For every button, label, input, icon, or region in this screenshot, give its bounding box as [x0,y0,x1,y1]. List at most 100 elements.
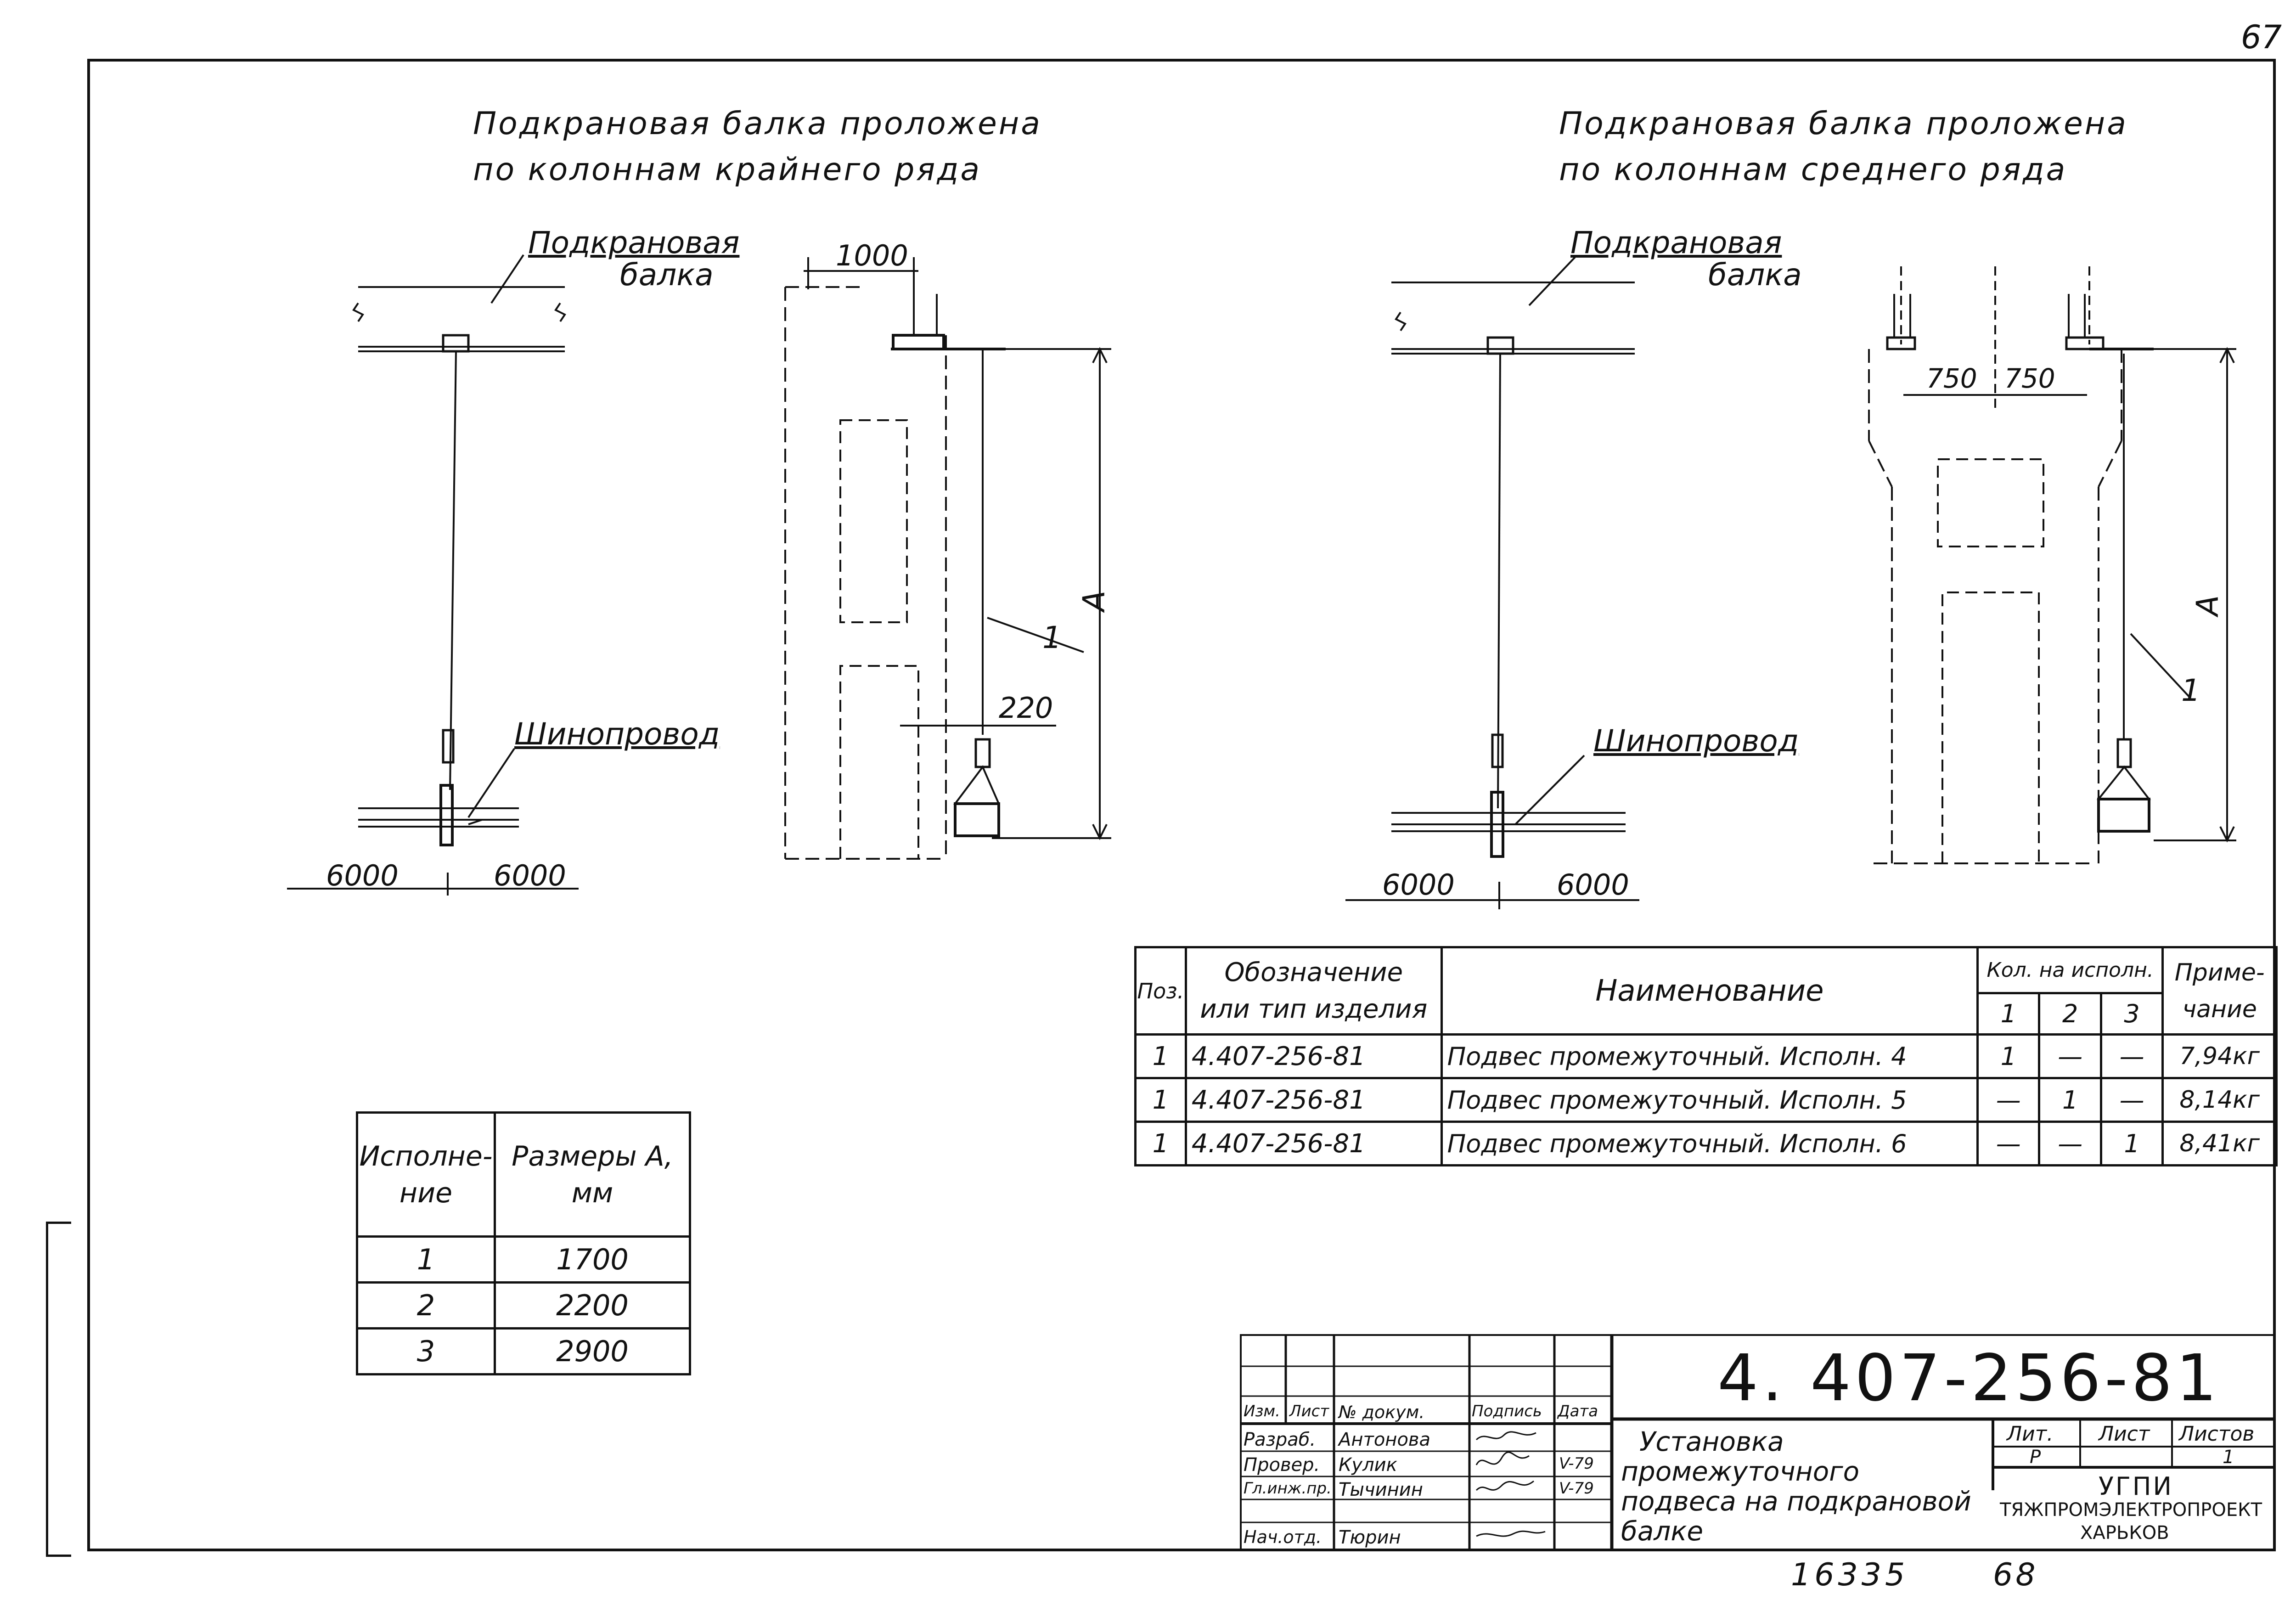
tb-name-3: Тычинин [1339,1479,1423,1500]
tb-name-1: Антонова [1339,1429,1430,1450]
spec-row-3-note: 8,41кг [2161,1121,2278,1166]
spec-row-1-name: Подвес промежуточный. Исполн. 4 [1440,1033,1979,1079]
spec-table: Поз. Обозначение или тип изделия Наимено… [1134,946,2278,1166]
spec-row-2-pos: 1 [1134,1077,1187,1123]
sizes-row-1-ispoln: 1 [356,1235,496,1284]
left-view-title-line1: Подкрановая балка проложена [473,106,1042,142]
spec-row-3-q2: — [2038,1121,2102,1166]
right-busway [1391,812,1626,832]
tb-title-3: подвеса на подкрановой [1621,1486,1971,1517]
spec-h-note-2: чание [2182,995,2257,1023]
spec-row-2-designation: 4.407-256-81 [1184,1077,1443,1123]
left-dim-top: 1000 [836,239,908,272]
left-dim-left: 6000 [326,859,399,892]
spec-h-qty: Кол. на исполн. [1976,946,2164,994]
right-view-title-line1: Подкрановая балка проложена [1559,106,2128,142]
spec-h-designation: Обозначение или тип изделия [1184,946,1443,1036]
spec-h-designation-2: или тип изделия [1200,994,1428,1024]
right-dim-750-right: 750 [2004,363,2055,394]
tb-hdr-ndok: № докум. [1339,1402,1425,1422]
sizes-header-size: Размеры А, мм [494,1111,691,1238]
spec-h-qty-3: 3 [2099,992,2164,1036]
tb-role-1: Разраб. [1244,1429,1316,1450]
right-hanger-rod [1490,353,1504,858]
sheet-number-top: 67 [2241,18,2282,56]
left-busway-leader [467,748,515,818]
left-beam-leader [490,254,524,304]
spec-row-2-q2: 1 [2038,1077,2102,1123]
tb-sheets-value: 1 [2223,1447,2234,1468]
right-view-title-line2: по колоннам среднего ряда [1559,152,2067,188]
title-block-grid [1240,1334,2276,1551]
spec-h-pos: Поз. [1134,946,1187,1036]
right-dim-right: 6000 [1557,868,1629,901]
sizes-row-3-ispoln: 3 [356,1327,496,1375]
sheet-frame [87,59,2276,1551]
tb-title-2: промежуточного [1621,1456,1860,1487]
tb-doc-code: 4. 407-256-81 [1717,1341,2221,1416]
right-column [1868,266,2236,864]
right-dim-750-left: 750 [1926,363,1977,394]
tb-hdr-izm: Изм. [1244,1402,1280,1420]
tb-hdr-podp: Подпись [1472,1402,1542,1420]
spec-h-qty-1: 1 [1976,992,2041,1036]
spec-row-1-q1: 1 [1976,1033,2041,1079]
tb-name-2: Кулик [1339,1454,1397,1476]
left-beam-label-1: Подкрановая [528,225,740,260]
sizes-header-ispoln: Исполне-ние [356,1111,496,1238]
tb-name-4: Тюрин [1339,1527,1401,1548]
tb-sheet-label: Лист [2099,1422,2150,1446]
right-crane-beam [1391,282,1635,355]
tb-role-4: Нач.отд. [1244,1527,1322,1547]
spec-h-qty-2: 2 [2038,992,2102,1036]
signatures [1475,1431,1546,1537]
tb-sheets-label: Листов [2179,1422,2255,1446]
spec-row-1-pos: 1 [1134,1033,1187,1079]
sizes-row-2-ispoln: 2 [356,1281,496,1330]
tb-lit-value: Р [2030,1447,2041,1468]
right-beam-label-2: балка [1708,257,1802,293]
spec-h-note: Приме- чание [2161,946,2278,1036]
tb-role-3: Гл.инж.пр. [1244,1479,1332,1498]
left-busway [358,807,519,828]
left-column [784,257,1111,860]
left-crane-beam [352,286,566,353]
spec-h-designation-1: Обозначение [1224,957,1403,987]
right-busway-leader [1514,755,1585,825]
tb-title-1: Установка [1639,1426,1784,1457]
sizes-row-2-size: 2200 [494,1281,691,1330]
spec-row-1-note: 7,94кг [2161,1033,2278,1079]
tb-org-3: ХАРЬКОВ [2080,1522,2169,1544]
right-busway-label: Шинопровод [1593,723,1799,759]
tb-hdr-list: Лист [1289,1402,1329,1420]
right-beam-leader [1528,256,1576,306]
sizes-row-1-size: 1700 [494,1235,691,1284]
footer-page-number: 68 [1993,1557,2038,1593]
footer-inv-number: 16335 [1791,1557,1909,1593]
spec-row-2-note: 8,14кг [2161,1077,2278,1123]
spec-row-1-q2: — [2038,1033,2102,1079]
tb-title-4: балке [1621,1515,1704,1547]
left-dim-side: 220 [999,691,1053,725]
sizes-row-3-size: 2900 [494,1327,691,1375]
left-view-title-line2: по колоннам крайнего ряда [473,152,982,188]
spec-row-1-designation: 4.407-256-81 [1184,1033,1443,1079]
spec-row-3-name: Подвес промежуточный. Исполн. 6 [1440,1121,1979,1166]
tb-date-3: V-79 [1559,1479,1594,1498]
spec-row-2-name: Подвес промежуточный. Исполн. 5 [1440,1077,1979,1123]
right-dim-left: 6000 [1382,868,1455,901]
spec-row-2-q1: — [1976,1077,2041,1123]
binding-strip [46,1222,71,1557]
tb-role-2: Провер. [1244,1454,1320,1476]
spec-h-note-1: Приме- [2174,958,2265,986]
spec-row-3-q3: 1 [2099,1121,2164,1166]
tb-hdr-data: Дата [1558,1402,1598,1420]
right-beam-label-1: Подкрановая [1570,225,1782,260]
spec-row-3-designation: 4.407-256-81 [1184,1121,1443,1166]
spec-h-name: Наименование [1440,946,1979,1036]
spec-row-3-pos: 1 [1134,1121,1187,1166]
left-dim-right: 6000 [494,859,566,892]
left-beam-label-2: балка [620,257,714,293]
